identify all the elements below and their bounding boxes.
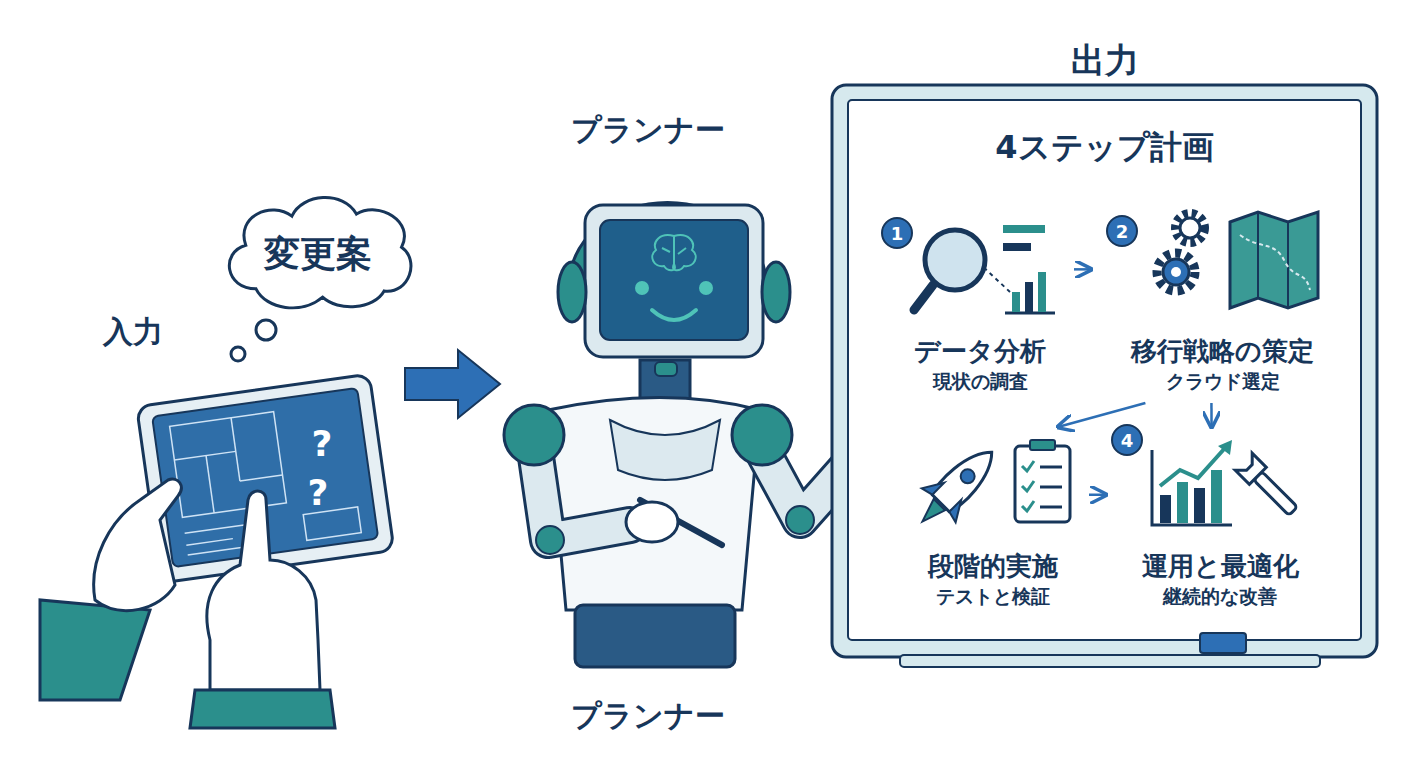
step-detail: 現状の調査: [889, 368, 1071, 394]
step-box: データ分析現状の調査: [889, 205, 1071, 400]
step-heading: 移行戦略の策定: [1094, 334, 1351, 368]
step-box: 移行戦略の策定クラウド選定: [1094, 205, 1351, 400]
flow-connector: [1210, 403, 1213, 427]
step-detail: テストと検証: [899, 583, 1086, 609]
step-heading: 運用と最適化: [1109, 549, 1331, 583]
flow-connector: [1089, 494, 1106, 497]
analysis-icon: [914, 225, 1055, 313]
step-heading: データ分析: [889, 334, 1071, 368]
step-text-group: 段階的実施テストと検証: [899, 549, 1086, 609]
step-text-group: データ分析現状の調査: [889, 334, 1071, 394]
step-detail: 継続的な改善: [1109, 583, 1331, 609]
output-heading: 出力: [848, 38, 1361, 84]
plan-title: 4ステップ計画: [848, 126, 1361, 170]
thought-bubbles: [231, 320, 276, 361]
step-heading: 段階的実施: [899, 549, 1086, 583]
whiteboard: [832, 85, 1377, 667]
callout-number: 1: [891, 223, 904, 244]
question-mark: ?: [312, 423, 333, 464]
tablet-illustration: [40, 374, 394, 728]
step-number-circles: [882, 216, 1142, 455]
step-text-group: 移行戦略の策定クラウド選定: [1094, 334, 1351, 394]
step-box: 段階的実施テストと検証: [899, 430, 1086, 615]
step-box: 運用と最適化継続的な改善: [1109, 430, 1331, 615]
question-mark: ?: [308, 472, 329, 513]
thought-cloud: 変更案: [215, 185, 420, 320]
whiteboard-panel: 出力4ステップ計画データ分析現状の調査移行戦略の策定クラウド選定段階的実施テスト…: [848, 100, 1361, 640]
optimize-icon: [1152, 440, 1302, 525]
rollout-icon: [905, 435, 1070, 538]
input-label: 入力: [103, 312, 163, 353]
step-text-group: 運用と最適化継続的な改善: [1109, 549, 1331, 609]
flow-connector: [1058, 403, 1145, 427]
planner-label: プランナー: [571, 696, 725, 737]
callout-number: 2: [1116, 221, 1129, 242]
cloud-text: 変更案: [264, 230, 372, 279]
flow-connector: [1074, 268, 1091, 271]
planner-label: プランナー: [571, 110, 725, 151]
callout-number: 4: [1121, 430, 1134, 451]
step-detail: クラウド選定: [1094, 368, 1351, 394]
strategy-icon: [1157, 212, 1318, 308]
flow-arrow: [405, 350, 500, 418]
